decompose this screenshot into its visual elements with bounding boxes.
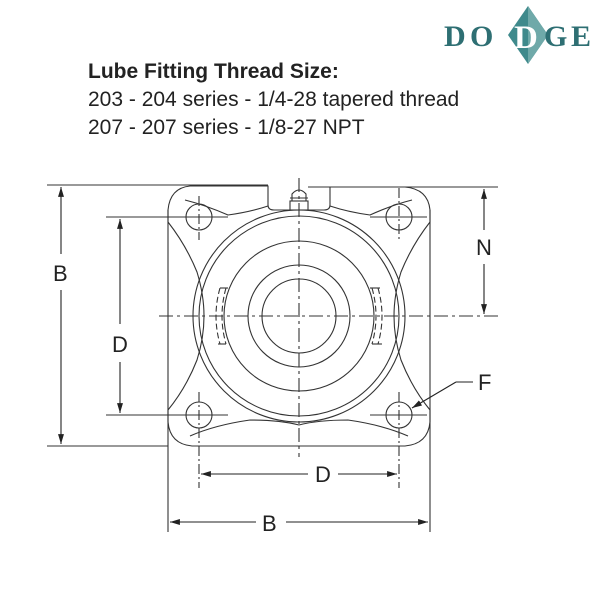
- logo-letter-d2: D: [514, 20, 538, 56]
- dodge-logo: D O D G E: [444, 6, 591, 64]
- label-b-vertical: B: [53, 261, 68, 286]
- spec-line-2: 207 - 207 series - 1/8-27 NPT: [88, 116, 365, 139]
- label-b-horizontal: B: [262, 511, 277, 536]
- label-d-horizontal: D: [315, 462, 331, 487]
- lube-fitting-heading: Lube Fitting Thread Size:: [88, 60, 339, 83]
- logo-letter-g: G: [544, 20, 567, 53]
- label-d-vertical: D: [112, 332, 128, 357]
- spec-line-1: 203 - 204 series - 1/4-28 tapered thread: [88, 88, 460, 111]
- logo-letter-o: O: [470, 20, 493, 53]
- label-f: F: [478, 370, 491, 395]
- leader-f: [411, 381, 473, 409]
- logo-letter-d1: D: [444, 20, 466, 53]
- logo-letter-e: E: [571, 20, 591, 53]
- label-n: N: [476, 235, 492, 260]
